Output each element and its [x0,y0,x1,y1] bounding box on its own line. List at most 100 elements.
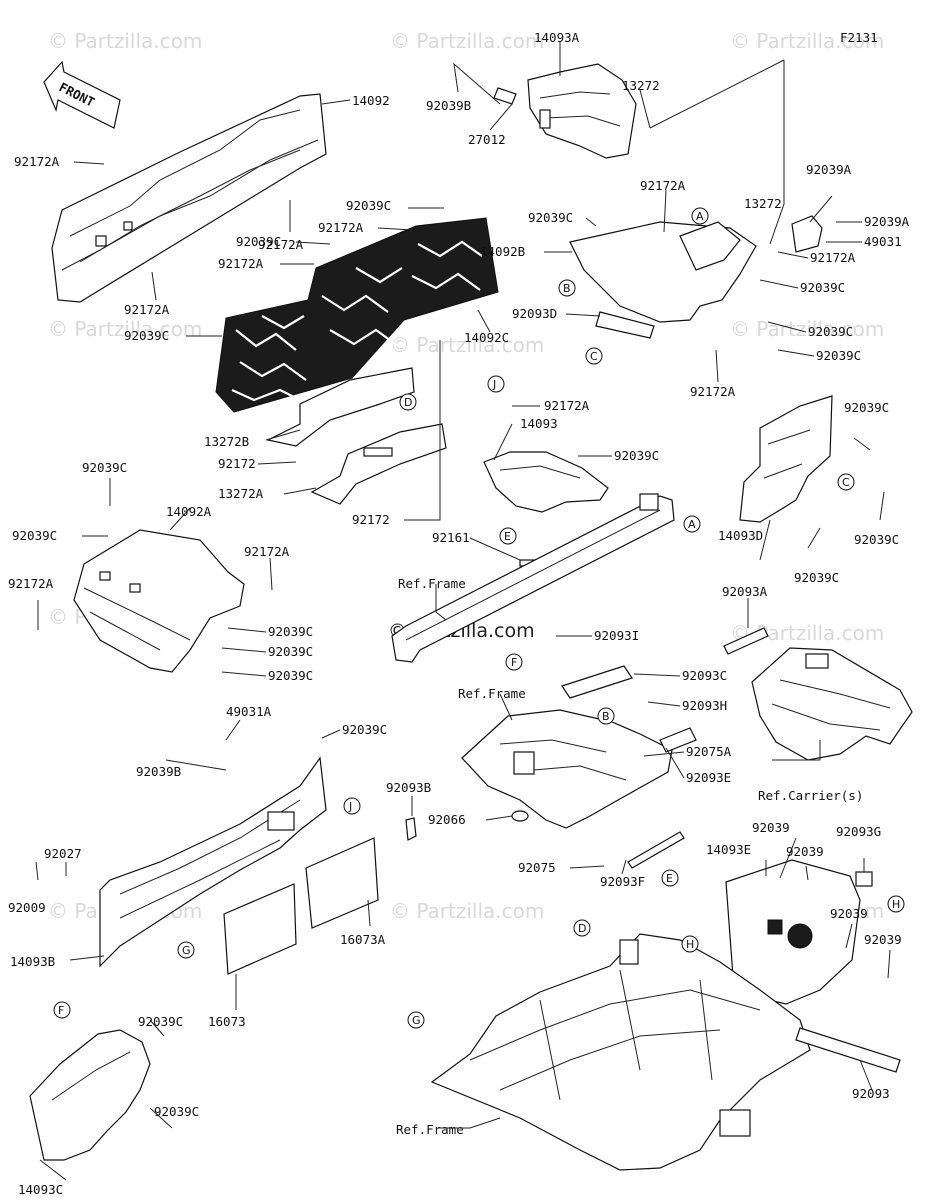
part-center-floor-pan [461,709,673,829]
part-label: 49031A [226,704,272,719]
part-label: 92172A [544,398,590,413]
callout-e: E [661,869,679,887]
part-92093c-strip [561,665,633,699]
part-label: 92039B [136,764,181,779]
part-label: 92093A [722,584,768,599]
callout-d: D [399,393,417,411]
part-14093d-cover [739,395,833,523]
part-14093c-cover [29,1029,151,1161]
part-label: 92039C [816,348,861,363]
part-label: 27012 [468,132,506,147]
svg-text:A: A [696,210,704,223]
part-label: 92172A [14,154,60,169]
part-label: 14093E [706,842,751,857]
part-label: 92172A [124,302,170,317]
callout-d: D [573,919,591,937]
part-16073-pad [223,883,297,975]
part-49031-bracket [791,215,823,253]
part-label: 92039 [752,820,790,835]
watermark: © Partzilla.com [48,317,202,341]
part-label: 92093H [682,698,727,713]
watermark: © Partzilla.com [48,29,202,53]
watermark: © Partzilla.com [730,29,884,53]
part-label: 92172A [244,544,290,559]
part-92093d-strip [595,311,655,339]
part-label: 92172 [218,456,256,471]
part-14092a-panel [73,529,245,673]
part-label: 92039 [864,932,902,947]
svg-text:D: D [578,922,586,935]
ref-frame-label: Ref.Frame [458,686,526,701]
part-label: 92039C [808,324,853,339]
part-14092b-bracket [569,221,757,323]
part-label: 13272A [218,486,264,501]
part-label: 92039C [346,198,391,213]
callout-j: J [487,375,505,393]
part-label: 14093C [18,1182,63,1197]
part-label: 92172A [640,178,686,193]
part-label: 92172A [258,237,304,252]
part-16073a-pad [305,837,379,929]
part-label: 92093D [512,306,557,321]
diagram-code: F2131 [840,30,878,45]
part-label: 14092C [464,330,509,345]
frame-cross-rail [391,493,675,663]
part-label: 92172A [8,576,54,591]
callout-circles: A B C D J E A C F B J G E D H H G F [53,207,905,1029]
svg-text:A: A [688,518,696,531]
part-label: 92172A [690,384,736,399]
part-label: 13272 [744,196,782,211]
part-label: 92039C [614,448,659,463]
watermark: © Partzilla.com [390,899,544,923]
part-label: 92009 [8,900,46,915]
part-label: 92039C [124,328,169,343]
callout-b: B [558,279,576,297]
part-label: 92039C [154,1104,199,1119]
part-label: 92093E [686,770,731,785]
callout-h: H [681,935,699,953]
svg-text:F: F [58,1004,64,1017]
part-label: 92039C [528,210,573,225]
callout-c: C [585,347,603,365]
part-label: 92093C [682,668,727,683]
front-arrow-icon: FRONT [43,60,121,129]
part-14093e-panel [725,859,861,1005]
svg-text:F: F [511,656,517,669]
part-14092-panel [51,93,327,303]
part-92093a-strip [723,627,769,655]
part-label: 92039C [82,460,127,475]
part-label: 14093B [10,954,55,969]
part-92093f-strip [627,831,685,869]
svg-text:E: E [666,872,673,885]
part-13272a-pad [310,423,447,505]
part-label: 92039C [268,644,313,659]
part-label: 16073A [340,932,386,947]
part-14093b-panel [99,756,327,968]
part-label: 92093B [386,780,431,795]
watermark: © Partzilla.com [390,29,544,53]
part-label: 92075 [518,860,556,875]
part-label: 92161 [432,530,470,545]
ref-frame-label: Ref.Frame [396,1122,464,1137]
svg-text:J: J [348,800,352,813]
part-label: 92093 [852,1086,890,1101]
part-92093g-clip [855,871,873,887]
part-label: 92027 [44,846,82,861]
svg-text:C: C [842,476,850,489]
svg-text:C: C [590,350,598,363]
ref-carrier-label: Ref.Carrier(s) [758,788,863,803]
part-label: 92039C [268,624,313,639]
part-92093b-clip [405,817,417,841]
part-92093-rail [795,1027,901,1073]
callout-h: H [887,895,905,913]
callout-e: E [499,527,517,545]
svg-text:H: H [892,898,900,911]
part-label: 92039C [236,234,281,249]
callout-j: J [343,797,361,815]
part-label: 92039A [806,162,852,177]
part-label: 49031 [864,234,902,249]
part-label: 14092 [352,93,390,108]
part-label: 92039C [800,280,845,295]
